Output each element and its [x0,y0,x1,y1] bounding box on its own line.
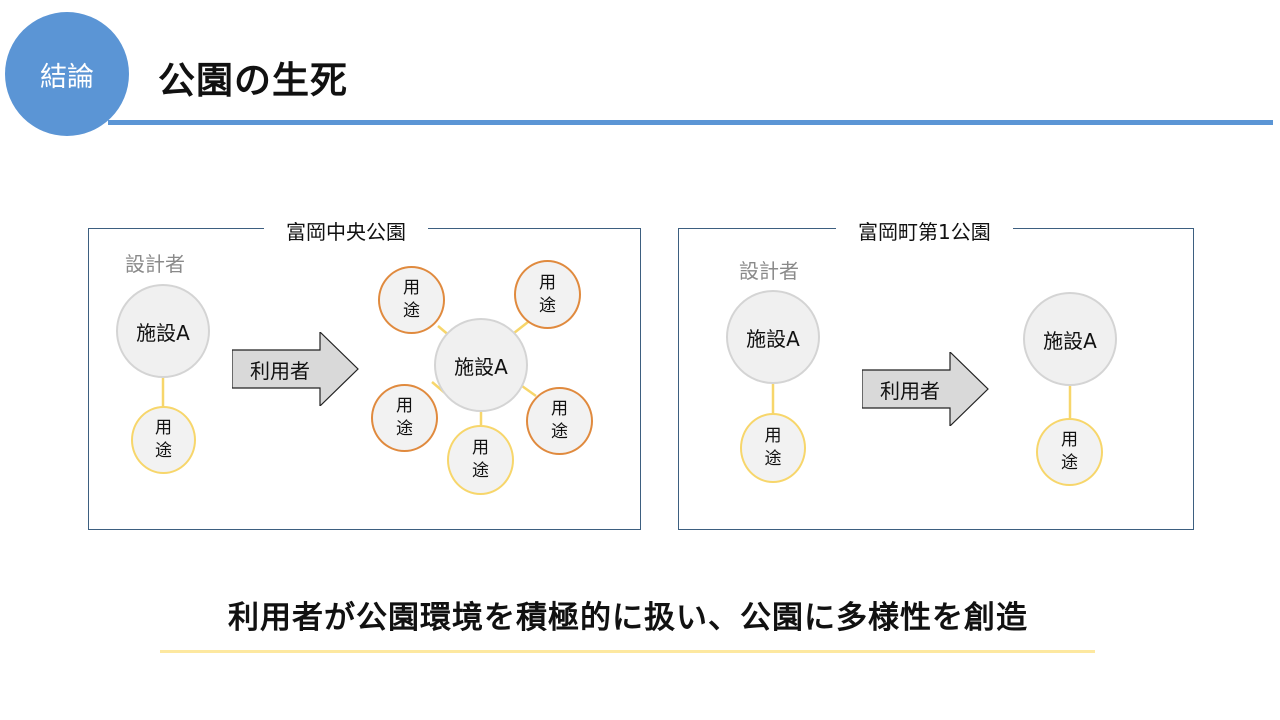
arrow-right-icon [232,332,359,406]
use-node-orange-3: 用途 [371,384,438,452]
page-title: 公園の生死 [158,59,348,102]
arrow-label-right: 利用者 [880,378,940,403]
conclusion-text: 利用者が公園環境を積極的に扱い、公園に多様性を創造 [228,600,1028,636]
use-node-orange-2: 用途 [514,260,581,329]
facility-node-left-designer: 施設A [116,284,210,378]
link-hub-5 [521,384,537,398]
panel-title-right: 富岡町第1公園 [836,216,1013,245]
facility-node-right-designer: 施設A [726,290,820,384]
use-node-right-user: 用途 [1036,418,1103,486]
conclusion-badge: 結論 [5,12,129,136]
designer-label-left: 設計者 [125,252,185,276]
facility-node-right-user: 施設A [1023,292,1117,386]
panel-title-left: 富岡中央公園 [264,216,428,245]
arrow-label-left: 利用者 [250,358,310,383]
use-node-yellow-hub: 用途 [447,425,514,495]
arrow-right-icon [862,352,989,426]
use-node-orange-1: 用途 [378,266,445,334]
link-hub-2 [513,321,529,334]
conclusion-underline [160,650,1095,653]
designer-label-right: 設計者 [739,259,799,283]
use-node-left-designer: 用途 [131,406,196,474]
use-node-right-designer: 用途 [740,413,806,483]
facility-node-left-user: 施設A [434,318,528,412]
use-node-orange-4: 用途 [526,387,593,455]
title-underline [108,120,1273,125]
